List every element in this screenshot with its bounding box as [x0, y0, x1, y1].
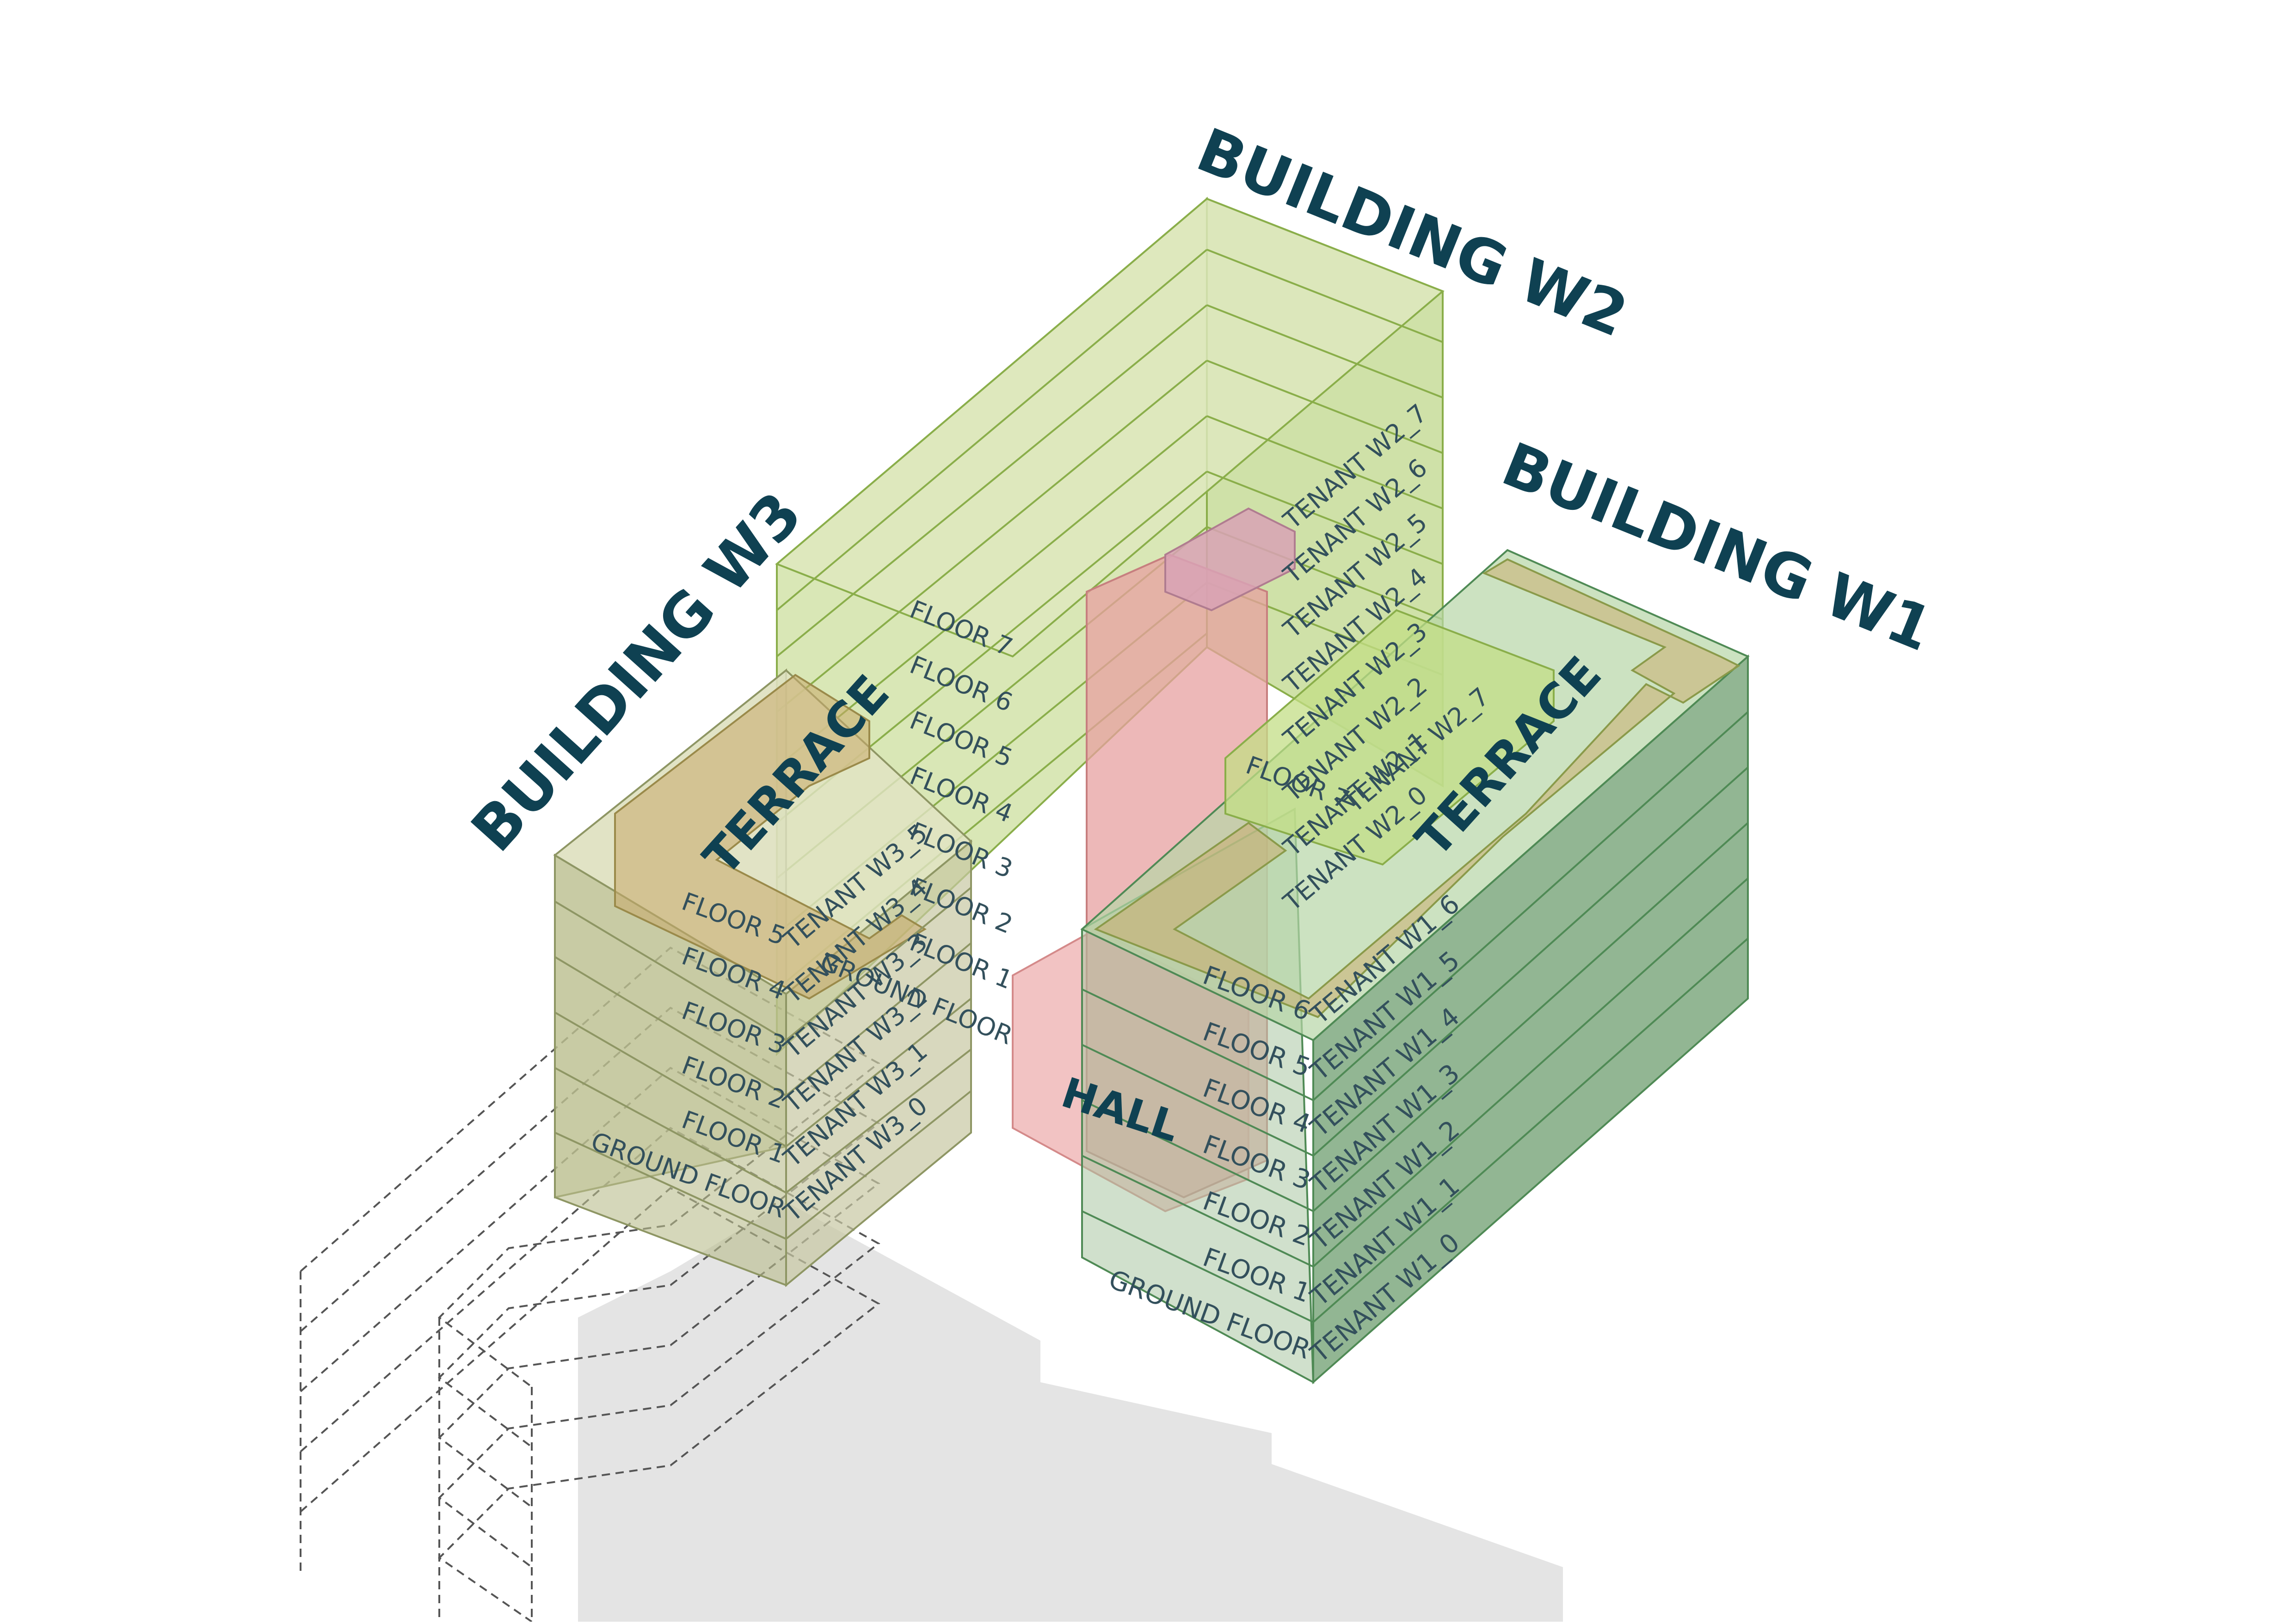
building-w3: [553, 668, 973, 1287]
w2-upper-extension: [1224, 609, 1555, 866]
core-top: [1164, 507, 1296, 612]
w3-terrace: [614, 674, 927, 1000]
w2-top-face: [775, 197, 1445, 658]
building-w1: [1080, 549, 1750, 1385]
w1-terrace: [1094, 558, 1740, 1018]
ground-shadow-hall: [1040, 1382, 1563, 1622]
